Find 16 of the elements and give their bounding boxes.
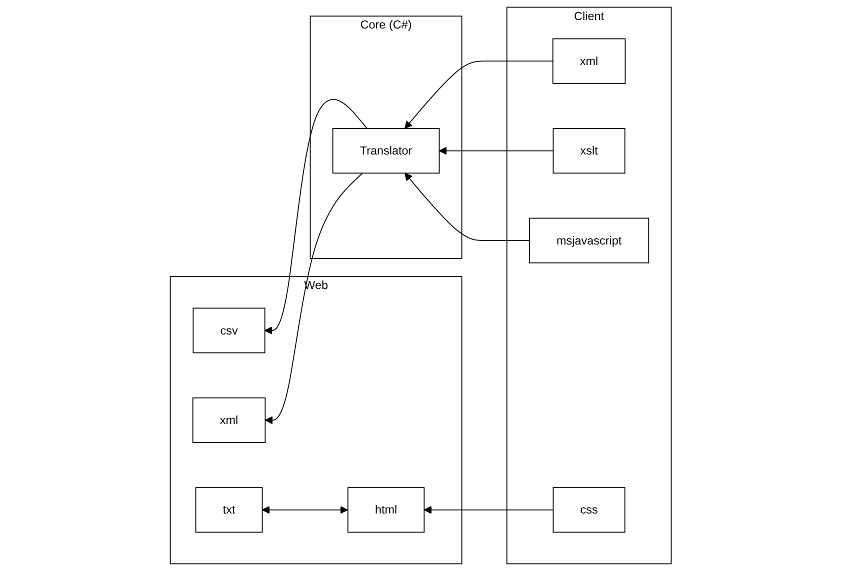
node-box: xslt xyxy=(552,128,626,174)
node-box: Translator xyxy=(332,128,440,174)
arrow xyxy=(264,172,363,424)
arrow xyxy=(438,146,554,155)
arrow xyxy=(424,506,554,514)
node-box: xml xyxy=(192,397,266,443)
node-box: msjavascript xyxy=(528,218,649,264)
node-box: xml xyxy=(552,38,626,84)
node-box: txt xyxy=(195,487,262,533)
node-box: csv xyxy=(192,308,266,354)
node-box: css xyxy=(552,487,626,533)
node-box: html xyxy=(347,487,424,533)
arrow xyxy=(404,60,554,129)
arrow xyxy=(264,99,368,334)
arrow xyxy=(262,506,348,514)
arrow xyxy=(404,172,530,241)
